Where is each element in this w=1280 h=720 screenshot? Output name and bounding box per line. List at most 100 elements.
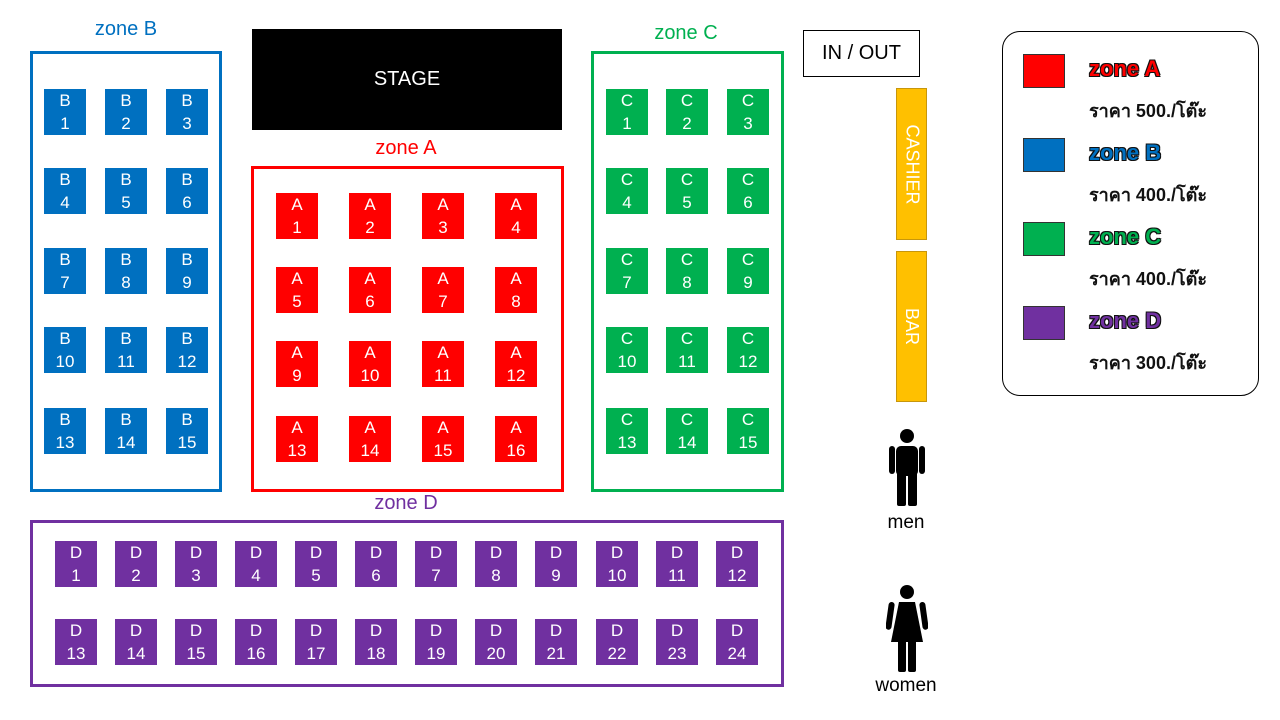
table-zone-letter: D bbox=[670, 543, 684, 562]
table-number: 2 bbox=[131, 566, 141, 585]
table-number: 2 bbox=[121, 114, 131, 133]
table-zone-letter: A bbox=[510, 195, 522, 214]
table-zone-letter: D bbox=[249, 543, 263, 562]
table-number: 10 bbox=[360, 366, 380, 385]
table-zone-letter: D bbox=[670, 621, 684, 640]
table-zone-letter: A bbox=[510, 269, 522, 288]
table-d14[interactable]: D 14 bbox=[115, 619, 157, 665]
women-label: women bbox=[875, 675, 937, 696]
table-number: 14 bbox=[126, 644, 146, 663]
table-number: 23 bbox=[667, 644, 687, 663]
table-zone-letter: D bbox=[309, 543, 323, 562]
table-zone-letter: A bbox=[437, 269, 449, 288]
table-zone-letter: D bbox=[129, 621, 143, 640]
legend-zone-label: zone D bbox=[1089, 308, 1162, 333]
table-number: 5 bbox=[311, 566, 321, 585]
cashier-counter: CASHIER bbox=[896, 88, 927, 240]
table-number: 8 bbox=[682, 273, 692, 292]
table-zone-letter: B bbox=[59, 410, 71, 429]
legend-price-label: ราคา 400./โต๊ะ bbox=[1089, 185, 1207, 205]
table-number: 3 bbox=[182, 114, 192, 133]
table-zone-letter: B bbox=[120, 250, 132, 269]
table-number: 12 bbox=[727, 566, 747, 585]
women-restroom-icon bbox=[886, 585, 928, 672]
table-zone-letter: C bbox=[741, 410, 755, 429]
legend-zone-label: zone C bbox=[1089, 224, 1162, 249]
bar-counter: BAR bbox=[896, 251, 927, 402]
table-number: 17 bbox=[306, 644, 326, 663]
table-zone-letter: C bbox=[620, 410, 634, 429]
table-zone-letter: D bbox=[610, 543, 624, 562]
table-d23[interactable]: D 23 bbox=[656, 619, 698, 665]
